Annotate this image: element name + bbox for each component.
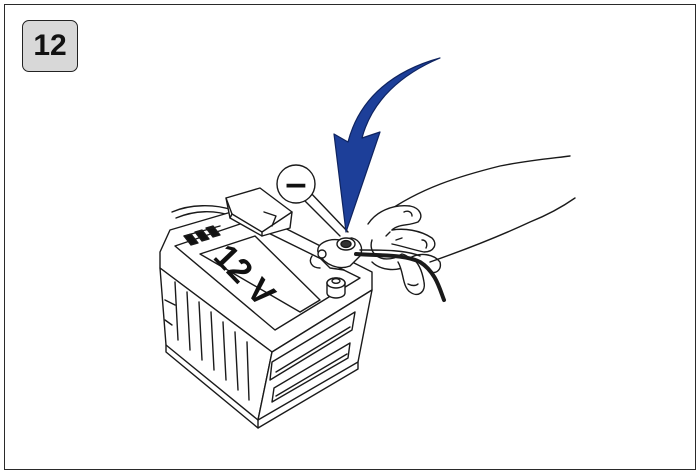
positive-terminal [327, 278, 345, 298]
negative-sign: – [285, 163, 306, 205]
arrow-icon [334, 58, 440, 232]
hand-icon [368, 156, 575, 294]
